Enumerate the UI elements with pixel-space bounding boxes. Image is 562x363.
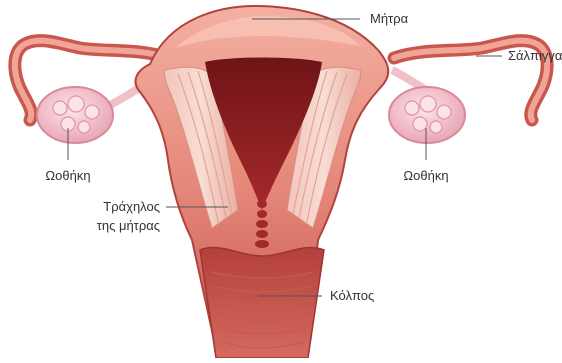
label-ovary-right: Ωοθήκη	[396, 168, 456, 184]
vagina	[200, 248, 324, 358]
label-uterus: Μήτρα	[370, 11, 408, 27]
label-fallopian-tube: Σάλπιγγα	[508, 48, 562, 64]
label-cervix-line2: της μήτρας	[70, 218, 160, 234]
label-ovary-left: Ωοθήκη	[38, 168, 98, 184]
ovary-left	[37, 87, 113, 143]
ovary-right	[389, 87, 465, 143]
label-cervix-line1: Τράχηλος	[70, 199, 160, 215]
label-vagina: Κόλπος	[330, 288, 374, 304]
